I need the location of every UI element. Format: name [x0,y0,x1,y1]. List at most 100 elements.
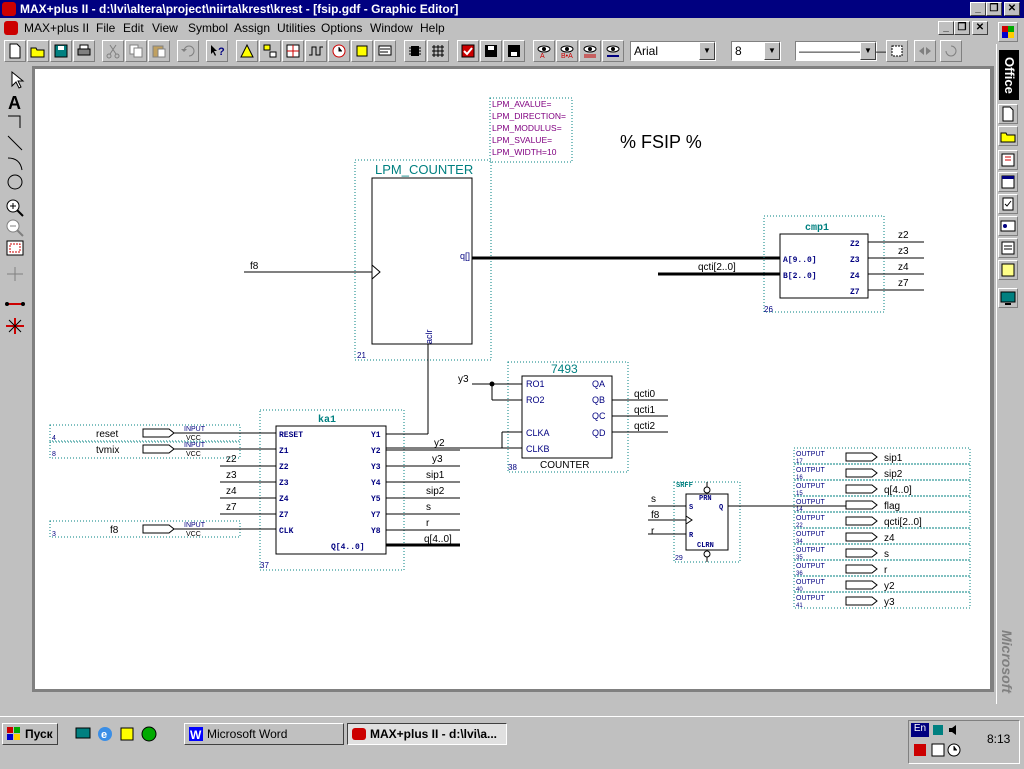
view-a-button[interactable]: A [533,40,555,62]
doc-icon[interactable] [4,21,18,35]
tray-flag-icon[interactable] [931,743,945,757]
fit-in-window-icon[interactable] [4,238,26,258]
hierarchy-button[interactable] [259,40,281,62]
paste-button[interactable] [148,40,170,62]
new-button[interactable] [4,40,26,62]
cut-button[interactable] [102,40,124,62]
menu-utilities[interactable]: Utilities [277,21,316,35]
office-calendar-button[interactable] [998,172,1018,192]
clock-icon[interactable] [947,743,961,757]
check-button[interactable] [457,40,479,62]
office-accessories-button[interactable] [998,288,1018,308]
menu-window[interactable]: Window [370,21,413,35]
zoom-in-icon[interactable] [4,198,26,218]
programmer-button[interactable] [351,40,373,62]
clock[interactable]: 8:13 [987,732,1011,746]
rubberband-button[interactable] [886,40,908,62]
tray-app-icon[interactable] [913,743,927,757]
simulator-button[interactable] [305,40,327,62]
office-contact-button[interactable] [998,216,1018,236]
internet-explorer-icon[interactable]: e [96,725,114,743]
flip-h-button[interactable] [914,40,936,62]
doc-close-button[interactable]: ✕ [972,21,988,35]
start-button[interactable]: Пуск [2,723,58,745]
orthogonal-line-tool-icon[interactable] [4,112,26,132]
rotate-button[interactable] [940,40,962,62]
compiler-button[interactable] [236,40,258,62]
connect-tool-icon[interactable] [4,294,26,314]
outlook-icon[interactable] [118,725,136,743]
font-size-select[interactable]: 8▼ [731,41,781,61]
line-style-select[interactable]: ————————▼ [795,41,895,61]
cmp1-symbol[interactable]: cmp1 A[9..0] B[2..0] Z2 Z3 Z4 Z7 26 [763,215,885,314]
menu-app[interactable]: MAX+plus II [24,21,90,35]
doc-minimize-button[interactable]: _ [938,21,954,35]
ka1-symbol[interactable]: ka1 RESET Z1 Z2 Z3 Z4 Z7 CLK Y1 Y2 Y3 Y4… [259,409,405,571]
office-journal-button[interactable] [998,238,1018,258]
language-indicator[interactable]: En [911,723,929,737]
save-simulate-button[interactable] [503,40,525,62]
task-word-button[interactable]: W Microsoft Word [184,723,344,745]
circle-tool-icon[interactable] [4,172,26,192]
office-open-button[interactable] [998,126,1018,146]
menu-symbol[interactable]: Symbol [188,21,229,35]
message-button[interactable] [374,40,396,62]
text-tool-icon[interactable]: A [4,92,26,112]
desktop-icon[interactable] [74,725,92,743]
font-select[interactable]: Arial▼ [630,41,716,61]
menu-help[interactable]: Help [420,21,445,35]
close-button[interactable]: ✕ [1004,2,1020,16]
view-nodes-button[interactable] [602,40,624,62]
office-new-doc-button[interactable] [998,104,1018,124]
save-check-button[interactable] [480,40,502,62]
view-lines-button[interactable] [579,40,601,62]
input-pin-reset[interactable]: reset INPUT VCC 4 [49,424,276,442]
grid-button[interactable] [427,40,449,62]
doc-restore-button[interactable]: ❐ [954,21,970,35]
node-tool-icon[interactable] [4,264,26,284]
menu-assign[interactable]: Assign [234,21,271,35]
schematic-canvas[interactable]: % FSIP % LPM_AVALUE= LPM_DIRECTION= LPM_… [35,69,990,689]
input-pin-tvmix[interactable]: tvmix INPUT VCC 8 [49,441,276,459]
floorplan-button[interactable] [282,40,304,62]
speaker-icon[interactable] [947,723,961,737]
menu-file[interactable]: File [96,21,116,35]
chip-button[interactable] [404,40,426,62]
task-maxplus-button[interactable]: MAX+plus II - d:\lvi\a... [347,723,507,745]
help-button[interactable]: ? [206,40,228,62]
srff-symbol[interactable]: SRFF PRN CLRN S R Q 29 [673,481,741,563]
office-note-button[interactable] [998,260,1018,280]
horizontal-scrollbar[interactable] [32,692,994,702]
view-ba-button[interactable]: B•A [556,40,578,62]
menu-edit[interactable]: Edit [123,21,144,35]
open-button[interactable] [27,40,49,62]
diagonal-line-tool-icon[interactable] [4,132,26,152]
lpm-counter-symbol[interactable]: LPM_COUNTER q[] aclr 21 [354,159,492,361]
menu-options[interactable]: Options [321,21,363,35]
zoom-out-icon[interactable] [4,218,26,238]
counter-7493-symbol[interactable]: 7493 RO1 RO2 CLKA CLKB QA QB QC QD COUNT… [507,361,629,473]
office-logo-button[interactable] [998,22,1018,42]
junction-tool-icon[interactable] [4,316,26,336]
print-button[interactable] [73,40,95,62]
menu-view[interactable]: View [152,21,178,35]
office-binder-button[interactable] [998,150,1018,170]
network-icon[interactable] [931,723,945,737]
app-icon[interactable] [2,2,16,16]
globe-icon[interactable] [140,725,158,743]
copy-button[interactable] [125,40,147,62]
lpm-params-box[interactable] [489,97,573,163]
timing-button[interactable] [328,40,350,62]
save-button[interactable] [50,40,72,62]
minimize-button[interactable]: _ [970,2,986,16]
